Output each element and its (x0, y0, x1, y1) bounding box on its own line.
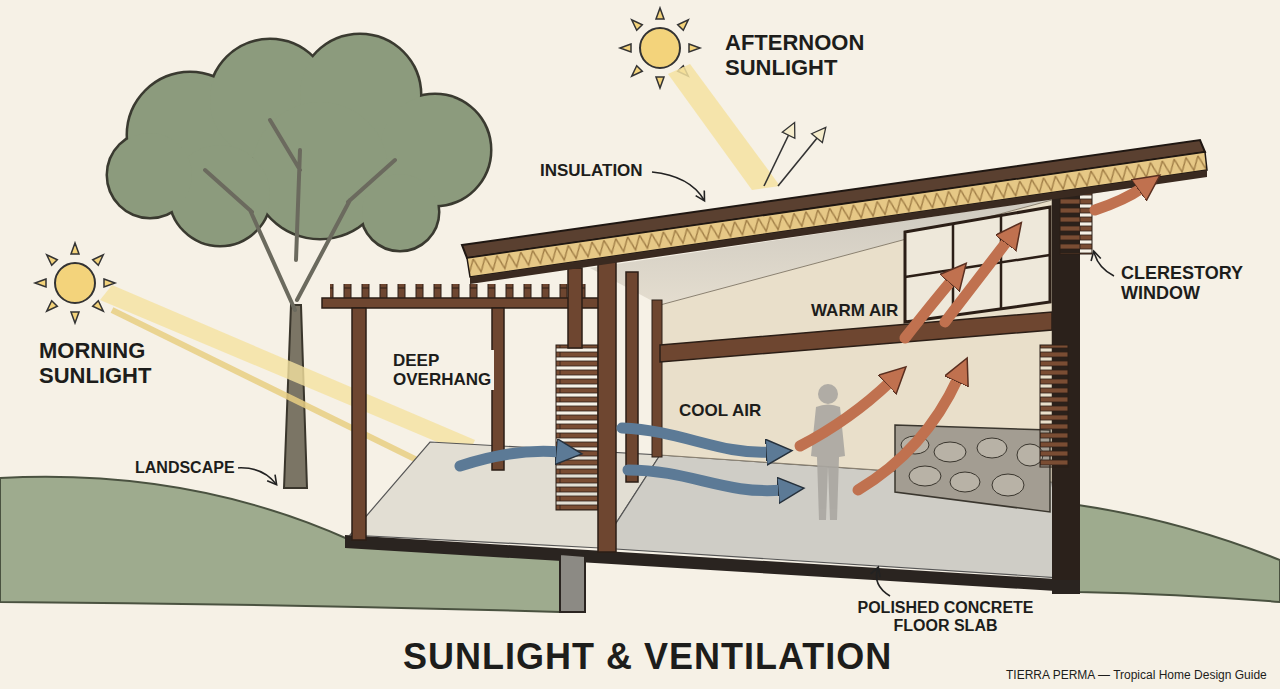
callout-label: INSULATION (537, 160, 646, 181)
callout-label: POLISHED CONCRETE FLOOR SLAB (838, 598, 1053, 636)
cool-air-arrow (622, 428, 770, 452)
reflection-arrow (764, 128, 792, 186)
air-arrows (460, 188, 1142, 491)
leader-line (236, 468, 276, 484)
roof (462, 140, 1207, 284)
leader-line (652, 172, 704, 200)
tree-branches (205, 120, 395, 310)
warm-air-arrow (945, 240, 1008, 322)
callout-label: LANDSCAPE (132, 458, 238, 478)
tree (108, 35, 490, 488)
leader-line (1094, 252, 1114, 276)
reflection-arrow (778, 132, 822, 186)
sunlight-label: MORNING SUNLIGHT (36, 338, 154, 389)
callout-label: DEEP OVERHANG (390, 350, 494, 390)
warm-air-arrow (1095, 188, 1142, 210)
foundation (1052, 580, 1080, 594)
pergola (322, 284, 604, 540)
sunlight-label: AFTERNOON SUNLIGHT (722, 30, 867, 81)
foundation-stone (560, 554, 585, 612)
credit-watermark: TIERRA PERMA — Tropical Home Design Guid… (1003, 668, 1270, 683)
front-post (598, 262, 616, 552)
morning-sun (35, 243, 115, 323)
slab-edge (345, 535, 1072, 592)
cool-air-arrow (460, 451, 560, 466)
callout-label: CLERESTORY WINDOW (1118, 262, 1246, 304)
diagram-title: SUNLIGHT & VENTILATION (403, 636, 892, 678)
warm-air-arrow (905, 280, 952, 338)
pergola-beam (322, 298, 604, 308)
roof-insulation (467, 152, 1207, 277)
warm-air-arrow (800, 382, 890, 446)
leader-line (877, 568, 891, 596)
afternoon-sunbeam (668, 64, 780, 190)
person-silhouette (811, 384, 845, 520)
ground (1078, 505, 1280, 602)
airflow-label: COOL AIR (676, 400, 764, 421)
leader-lines (236, 172, 1114, 596)
lower-louvers (1040, 345, 1068, 467)
front-post (568, 268, 582, 348)
warm-air-arrow (858, 378, 958, 490)
front-post (626, 272, 638, 482)
airflow-label: WARM AIR (808, 300, 901, 321)
front-louvers (556, 345, 598, 510)
pergola-post (352, 308, 366, 540)
cool-air-arrow (628, 470, 782, 491)
